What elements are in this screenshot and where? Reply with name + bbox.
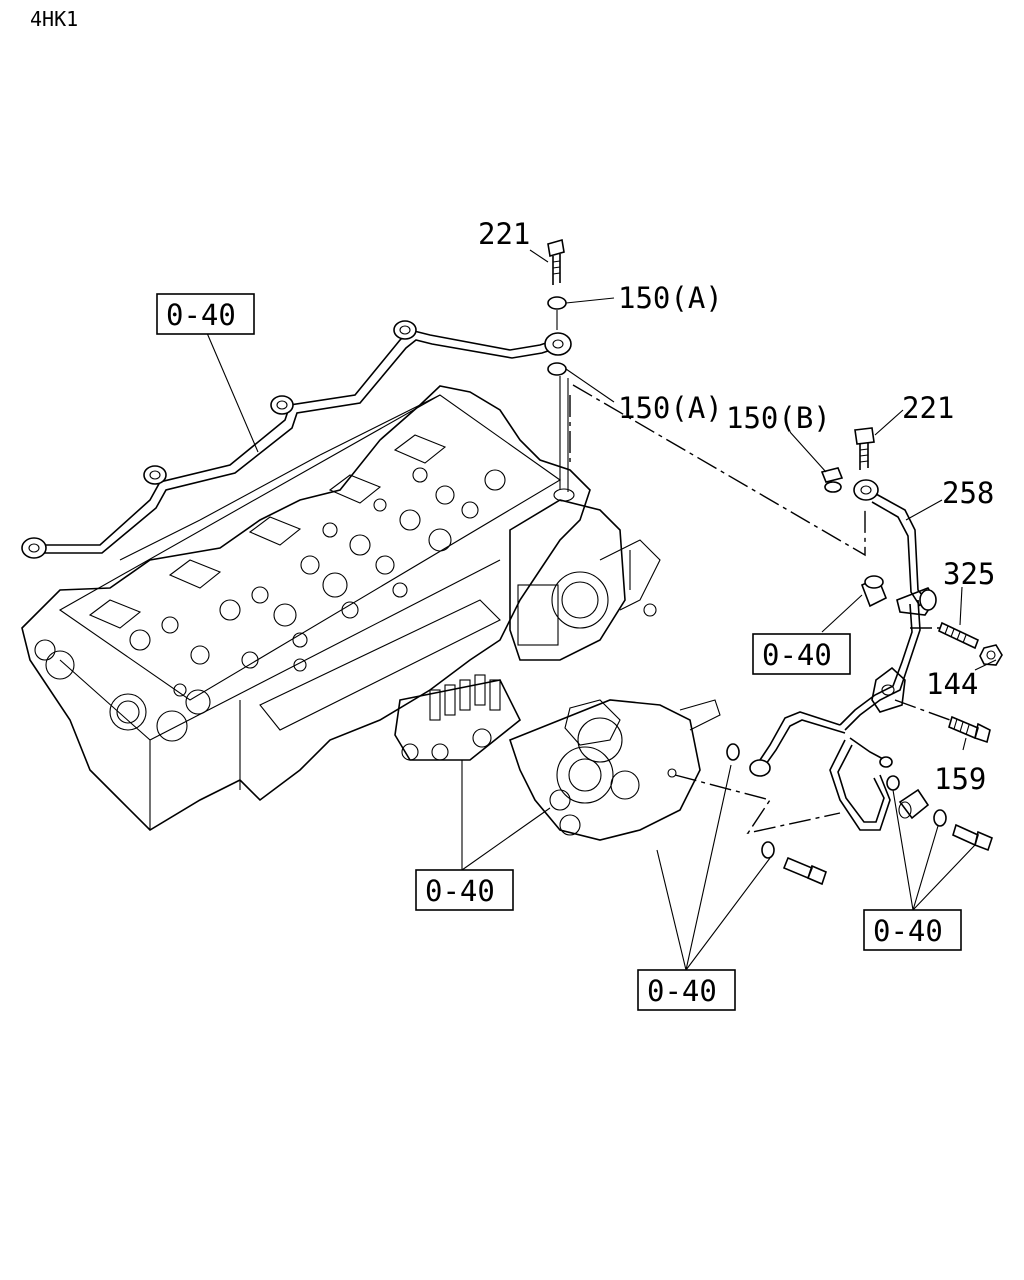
washer-150a-upper: [547, 296, 567, 310]
ref-box-leak-off[interactable]: 0-40: [156, 293, 255, 335]
callout-325[interactable]: 325: [943, 557, 995, 591]
nut-144: [979, 644, 1003, 666]
callout-150a-upper[interactable]: 150(A): [618, 281, 723, 315]
ref-label-pump: 0-40: [425, 874, 495, 908]
ref-box-pump-fasteners[interactable]: 0-40: [637, 969, 736, 1011]
pipe-clamp-drawing: [871, 587, 937, 713]
ref-box-pump[interactable]: 0-40: [415, 869, 514, 911]
washer-150b: [820, 467, 844, 493]
engine-model-title: 4HK1: [30, 7, 78, 31]
union-fitting: [898, 788, 930, 820]
leader-lines: [206, 249, 997, 971]
washer-right-2: [933, 809, 947, 827]
leak-off-pipe-drawing: [21, 320, 572, 559]
stud-325: [937, 621, 980, 650]
washer-pump-1: [726, 743, 740, 761]
bolt-pump-lower: [782, 856, 827, 886]
callout-150b[interactable]: 150(B): [726, 401, 831, 435]
washer-right-1: [886, 775, 900, 791]
assembly-center-lines: [569, 384, 951, 835]
callout-150a-lower[interactable]: 150(A): [618, 391, 723, 425]
callout-labels: 221 150(A) 150(A) 150(B) 221 258 325 144…: [478, 217, 995, 796]
callout-159[interactable]: 159: [934, 762, 986, 796]
fuel-pipe-258-drawing: [749, 479, 927, 831]
cylinder-head-drawing: [21, 385, 661, 832]
bolt-159: [948, 715, 991, 744]
callout-221-right[interactable]: 221: [902, 391, 954, 425]
washer-150a-lower: [547, 362, 567, 376]
ref-label-leak-off: 0-40: [166, 298, 236, 332]
ref-label-pump-fasteners: 0-40: [647, 974, 717, 1008]
ref-label-sleeve: 0-40: [762, 638, 832, 672]
callout-221-top[interactable]: 221: [478, 217, 530, 251]
injection-pump-drawing: [394, 674, 721, 841]
ref-box-sleeve[interactable]: 0-40: [752, 633, 851, 675]
washer-pump-2: [761, 841, 775, 859]
callout-144[interactable]: 144: [926, 667, 978, 701]
ref-label-right-fittings: 0-40: [873, 914, 943, 948]
reference-boxes: 0-40 0-40 0-40 0-40 0-40: [156, 293, 962, 1011]
eye-bolt-221-top: [547, 238, 565, 285]
sleeve-part: [860, 575, 888, 608]
ref-box-right-fittings[interactable]: 0-40: [863, 909, 962, 951]
bolt-right-lower: [952, 823, 993, 852]
callout-258[interactable]: 258: [942, 476, 994, 510]
eye-bolt-221-right: [854, 427, 875, 470]
